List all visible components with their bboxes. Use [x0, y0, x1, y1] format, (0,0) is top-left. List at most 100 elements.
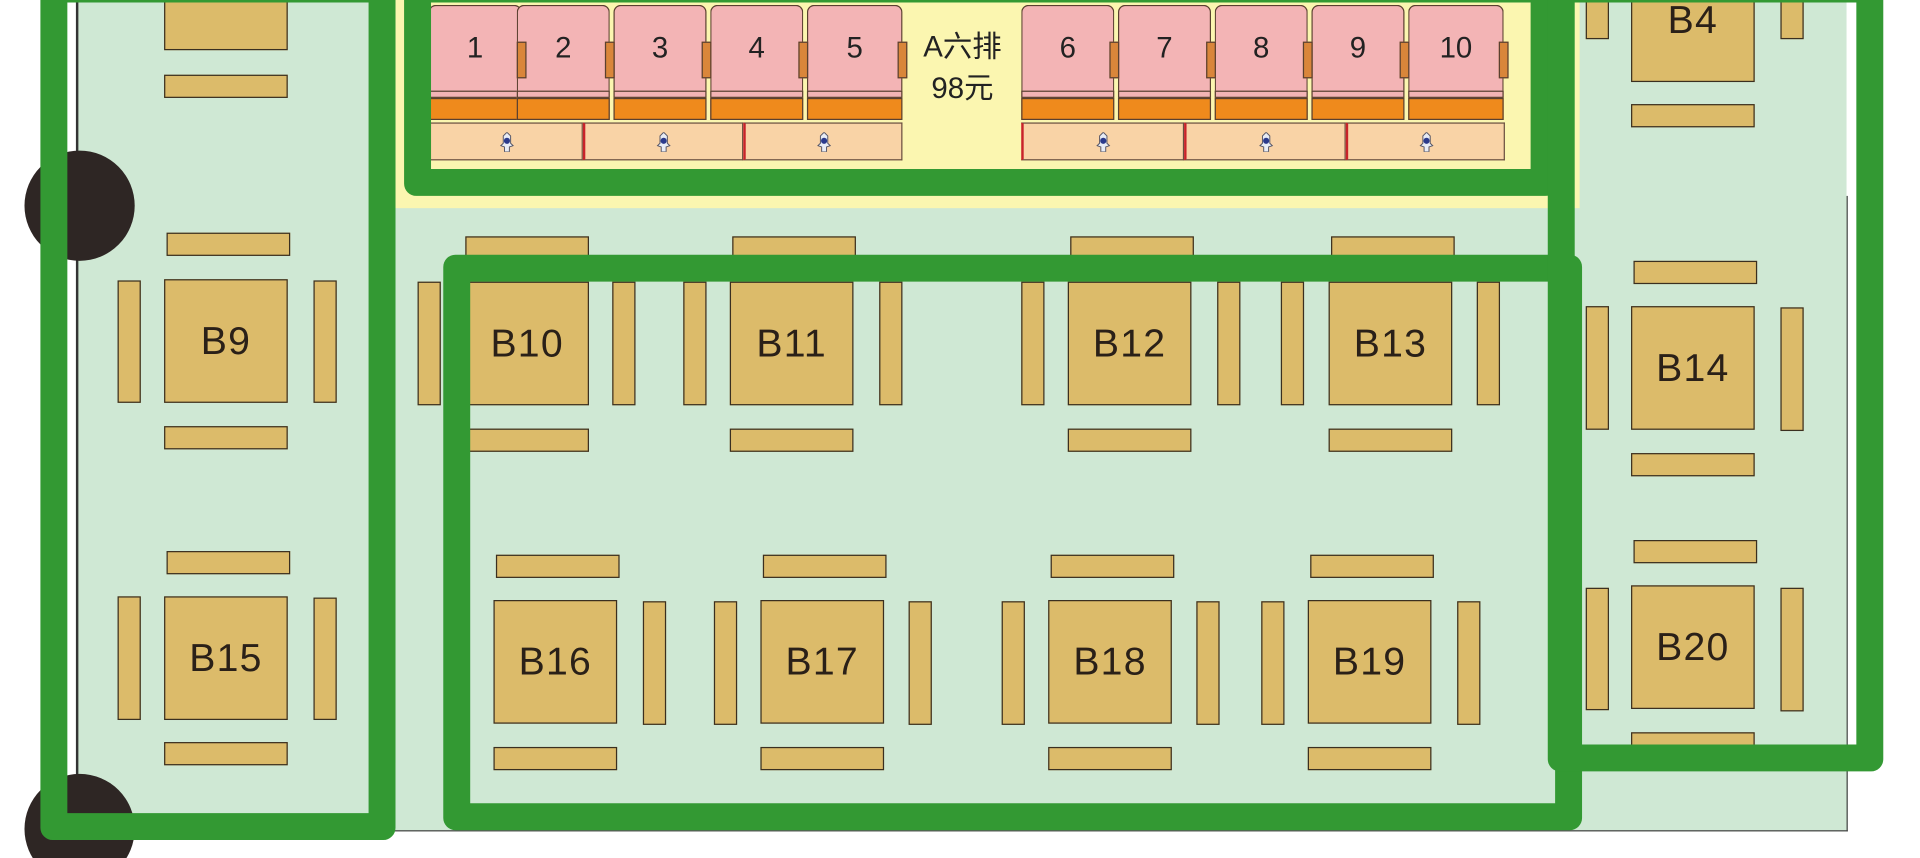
seat-base [1021, 97, 1115, 121]
seat-5[interactable]: 5 [806, 4, 908, 121]
seat-armrest [604, 41, 615, 79]
table-b16[interactable]: B16 [493, 600, 618, 724]
chair-bar-b9 [166, 232, 291, 256]
table-b3[interactable]: B3 [164, 0, 288, 51]
chair-bar-b12 [1217, 281, 1241, 406]
seat-armrest [1109, 41, 1120, 79]
lamp-icon [1096, 131, 1111, 152]
chair-bar-b9 [117, 280, 141, 403]
chair-bar-b4 [1631, 104, 1755, 128]
table-b13[interactable]: B13 [1328, 281, 1453, 406]
table-b20[interactable]: B20 [1631, 585, 1755, 709]
table-b9[interactable]: B9 [164, 279, 288, 403]
seat-base [806, 97, 903, 121]
lamp-icon [1258, 131, 1273, 152]
chair-bar-b13 [1280, 281, 1305, 406]
chair-bar-b16 [495, 554, 620, 578]
chair-bar-b15 [313, 597, 337, 721]
section-border-right [1547, 0, 1884, 772]
table-b18[interactable]: B18 [1048, 600, 1172, 724]
chair-bar-b15 [166, 551, 291, 575]
seat-armrest [798, 41, 809, 79]
seat-strip [613, 90, 707, 98]
lamp-icon [656, 131, 671, 152]
seat-number: 5 [806, 4, 903, 92]
chair-bar-b12 [1067, 428, 1192, 452]
seat-base [1214, 97, 1308, 121]
seat-armrest [1498, 41, 1509, 79]
chair-bar-b3 [164, 74, 288, 98]
seat-10[interactable]: 10 [1408, 4, 1509, 121]
table-b14[interactable]: B14 [1631, 306, 1755, 430]
chair-bar-b11 [729, 428, 854, 452]
chair-bar-b17 [760, 746, 885, 771]
section-border-center [443, 254, 1583, 831]
table-b4[interactable]: B4 [1631, 0, 1755, 83]
chair-bar-b9 [164, 426, 288, 450]
seat-armrest [1302, 41, 1313, 79]
chair-bar-b14 [1585, 306, 1609, 430]
seat-number: 4 [710, 4, 804, 92]
seat-number: 6 [1021, 4, 1115, 92]
row-a-label: A六排 [923, 30, 1002, 64]
seat-base [1311, 97, 1405, 121]
chair-bar-b14 [1631, 453, 1755, 477]
chair-bar-b17 [713, 601, 738, 725]
chair-bar-b15 [117, 596, 141, 721]
seat-strip [1311, 90, 1405, 98]
lamp-cell [1184, 122, 1346, 161]
chair-bar-b19 [1261, 601, 1285, 725]
chair-bar-b19 [1307, 746, 1432, 771]
seat-armrest [1399, 41, 1410, 79]
chair-bar-b4 [1585, 0, 1609, 40]
lamp-icon [499, 131, 514, 152]
seat-2[interactable]: 2 [516, 4, 615, 121]
chair-bar-b14 [1633, 260, 1758, 285]
lamp-cell [1021, 122, 1185, 161]
seat-strip [710, 90, 804, 98]
chair-bar-b18 [1048, 746, 1172, 771]
seat-strip [1214, 90, 1308, 98]
section-border-row-a [404, 0, 1558, 196]
chair-bar-b18 [1001, 601, 1025, 725]
lamp-cell [1345, 122, 1505, 161]
chair-bar-b12 [1021, 281, 1045, 406]
chair-bar-b17 [762, 554, 887, 578]
seat-8[interactable]: 8 [1214, 4, 1313, 121]
table-b17[interactable]: B17 [760, 600, 885, 724]
chair-bar-b16 [493, 746, 618, 771]
seat-strip [1117, 90, 1212, 98]
seat-4[interactable]: 4 [710, 4, 809, 121]
chair-bar-b9 [313, 280, 337, 403]
wall-line [75, 0, 78, 815]
seat-strip [516, 90, 610, 98]
chair-bar-b10 [417, 281, 441, 406]
table-b15[interactable]: B15 [164, 596, 288, 721]
chair-bar-b11 [879, 281, 903, 406]
chair-bar-b14 [1780, 307, 1804, 432]
seat-base [1117, 97, 1212, 121]
seat-6[interactable]: 6 [1021, 4, 1120, 121]
seat-armrest [1206, 41, 1216, 79]
table-b19[interactable]: B19 [1307, 600, 1432, 724]
chair-bar-b4 [1780, 0, 1804, 40]
seat-base [613, 97, 707, 121]
seat-number: 9 [1311, 4, 1405, 92]
lamp-icon [816, 131, 831, 152]
chair-bar-b17 [908, 601, 932, 725]
section-border-left [40, 0, 396, 841]
chair-bar-b15 [164, 742, 288, 766]
seat-9[interactable]: 9 [1311, 4, 1410, 121]
table-b10[interactable]: B10 [465, 281, 589, 406]
seat-base [516, 97, 610, 121]
chair-bar-b19 [1457, 601, 1481, 725]
table-b11[interactable]: B11 [729, 281, 854, 406]
row-a-price: 98元 [931, 72, 994, 106]
lamp-cell [428, 122, 583, 161]
chair-bar-b11 [683, 281, 707, 406]
table-b12[interactable]: B12 [1067, 281, 1192, 406]
seat-armrest [897, 41, 908, 79]
seat-number: 2 [516, 4, 610, 92]
chair-bar-b16 [642, 601, 667, 725]
